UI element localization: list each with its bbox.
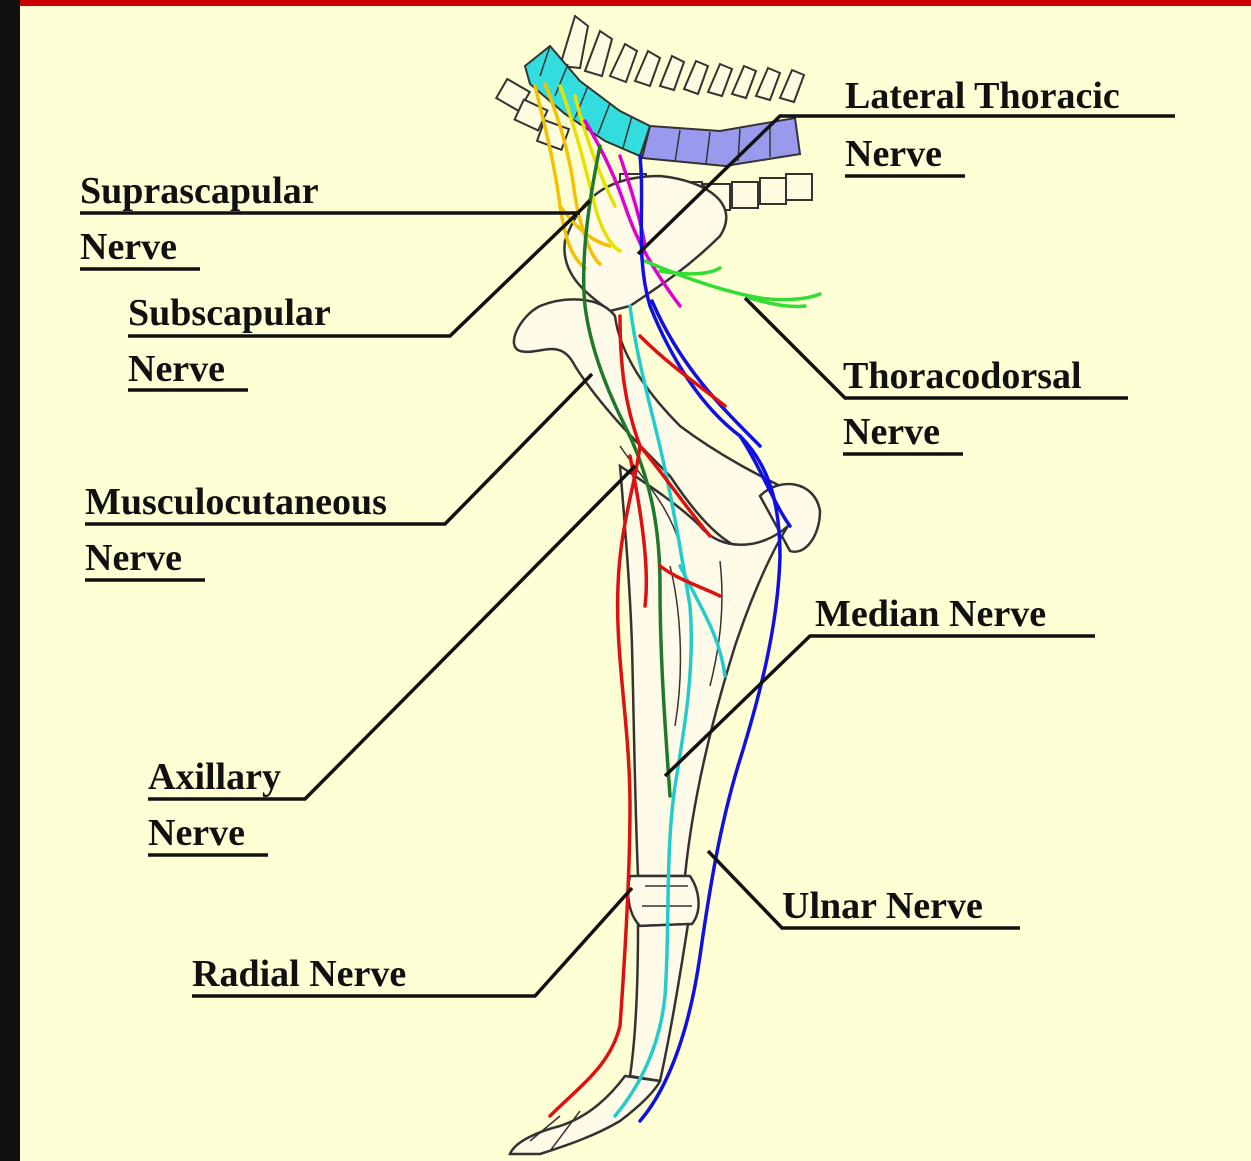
carpus xyxy=(628,876,699,926)
radial-label: Radial Nerve xyxy=(192,953,406,995)
nerve-diagram: Lateral Thoracic Nerve Suprascapular Ner… xyxy=(20,6,1251,1161)
median-label: Median Nerve xyxy=(815,593,1046,635)
diagram-canvas: Lateral Thoracic Nerve Suprascapular Ner… xyxy=(20,6,1251,1161)
musculocutaneous-label-line1: Musculocutaneous xyxy=(85,481,387,523)
subscapular-label-line1: Subscapular xyxy=(128,292,331,334)
lateral-thoracic-label-line2: Nerve xyxy=(845,133,942,175)
metacarpus xyxy=(630,924,688,1081)
suprascapular-label-line2: Nerve xyxy=(80,226,177,268)
axillary-label-line1: Axillary xyxy=(148,756,281,798)
left-edge-bar xyxy=(0,0,20,1161)
musculocutaneous-label-line2: Nerve xyxy=(85,537,182,579)
thoracodorsal-label-line1: Thoracodorsal xyxy=(843,355,1082,397)
thoracodorsal-label-line2: Nerve xyxy=(843,411,940,453)
axillary-label-line2: Nerve xyxy=(148,812,245,854)
lateral-thoracic-label-line1: Lateral Thoracic xyxy=(845,75,1120,117)
spinous-processes xyxy=(560,16,804,102)
suprascapular-label-line1: Suprascapular xyxy=(80,170,319,212)
thoracic-vertebrae xyxy=(642,118,800,166)
digits xyxy=(510,1076,660,1154)
ulnar-label: Ulnar Nerve xyxy=(782,885,983,927)
subscapular-label-line2: Nerve xyxy=(128,348,225,390)
